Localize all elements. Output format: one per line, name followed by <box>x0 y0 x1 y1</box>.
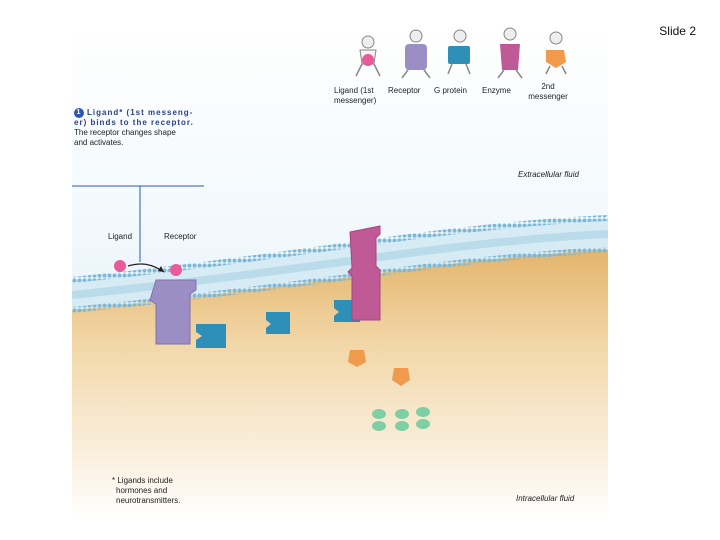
step1-title-line2: er) binds to the receptor. <box>74 118 194 128</box>
g-protein-bound <box>196 324 226 348</box>
g-protein-free-1 <box>266 312 290 334</box>
extracellular-label: Extracellular fluid <box>518 170 579 179</box>
legend-receptor-figure <box>401 29 431 79</box>
second-messenger-1 <box>348 350 366 367</box>
diagram-panel: Ligand (1st messenger) Receptor G protei… <box>72 18 608 522</box>
receptor-label: Receptor <box>164 232 197 241</box>
legend-receptor-label: Receptor <box>388 86 421 95</box>
receptor-protein <box>149 279 197 345</box>
legend-second-messenger-label: 2nd messenger <box>528 82 568 101</box>
signal-transduction-diagram <box>72 18 608 522</box>
step1-number-badge: 1 <box>74 108 84 118</box>
second-messenger-2 <box>392 368 410 386</box>
ligand-molecule <box>114 260 126 272</box>
step1-body-line1: The receptor changes shape <box>74 128 176 138</box>
slide-label: Slide 2 <box>659 24 696 38</box>
footnote: * Ligands include hormones and neurotran… <box>112 476 181 505</box>
ligand-bound <box>170 264 182 276</box>
enzyme-protein <box>347 225 381 321</box>
step1-body-line2: and activates. <box>74 138 124 148</box>
inactive-molecules <box>372 407 430 431</box>
ligand-label: Ligand <box>108 232 133 241</box>
legend-second-messenger-figure <box>545 31 567 75</box>
legend-g-protein-figure <box>447 29 471 75</box>
legend-enzyme-figure <box>497 27 523 79</box>
cytoplasm-region <box>72 248 608 522</box>
legend-ligand-label: Ligand (1st messenger) <box>334 86 377 105</box>
legend-enzyme-label: Enzyme <box>482 86 511 95</box>
legend-g-protein-label: G protein <box>434 86 467 95</box>
legend-ligand-figure <box>355 35 381 77</box>
ligand-arrowhead <box>158 266 164 272</box>
intracellular-label: Intracellular fluid <box>516 494 575 503</box>
